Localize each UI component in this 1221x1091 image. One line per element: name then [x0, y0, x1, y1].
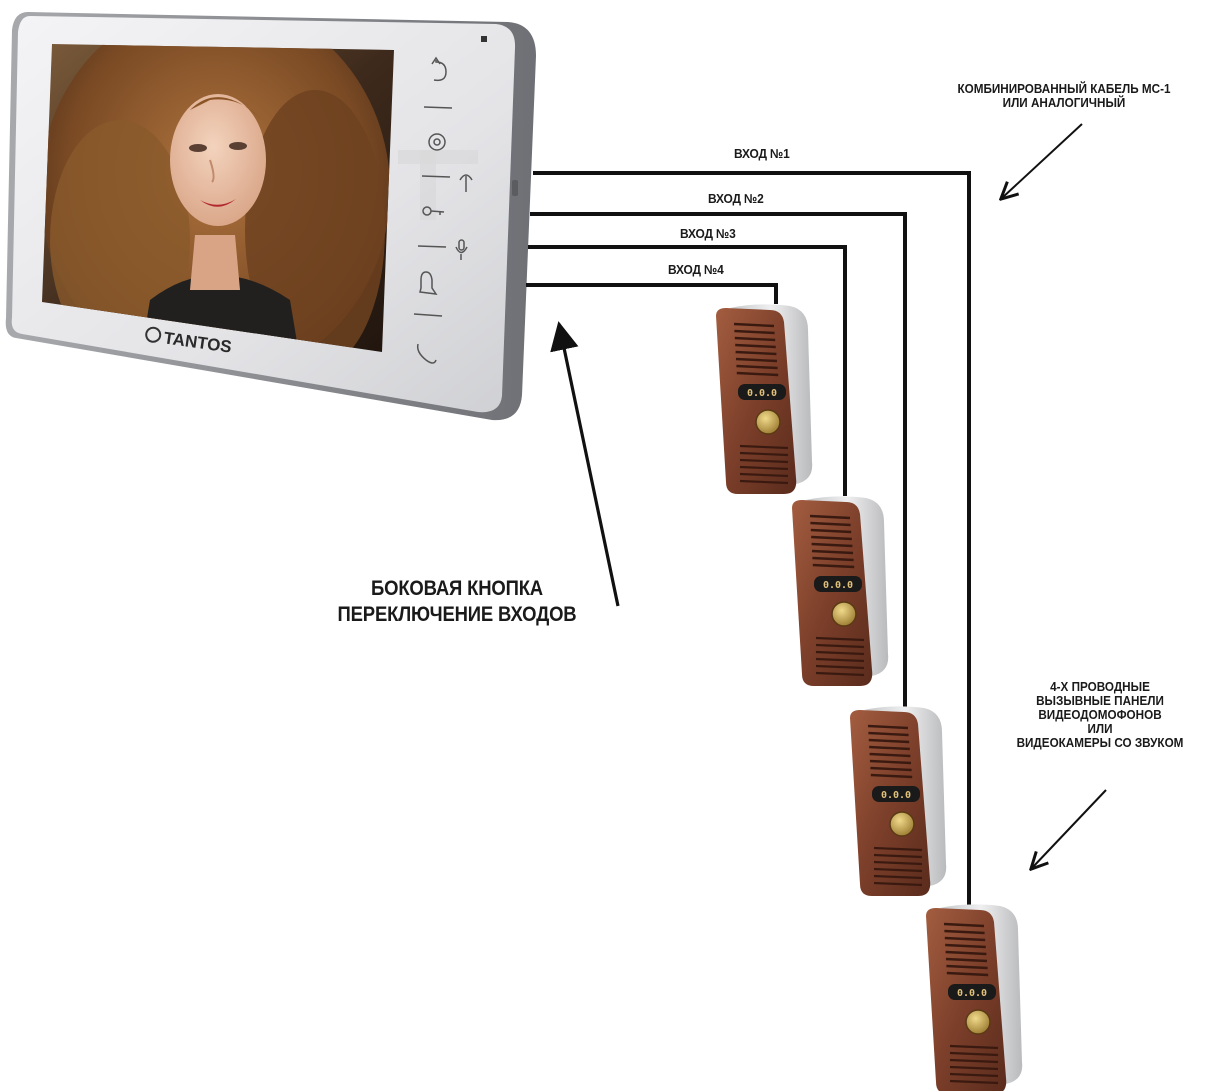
side-button-annotation: БОКОВАЯ КНОПКА ПЕРЕКЛЮЧЕНИЕ ВХОДОВ	[312, 576, 602, 628]
button-separator	[417, 245, 447, 248]
button-separator	[413, 313, 443, 317]
settings-gear-icon[interactable]	[428, 133, 446, 151]
wire-input-1	[533, 171, 971, 912]
panel-body	[716, 308, 797, 494]
side-button-arrow	[550, 321, 620, 607]
panels-annotation-line: ВИДЕОКАМЕРЫ СО ЗВУКОМ	[1016, 735, 1184, 750]
panel-call-button[interactable]	[755, 409, 781, 435]
panels-annotation-line: ВЫЗЫВНЫЕ ПАНЕЛИ	[1036, 693, 1164, 708]
cable-annotation-line: ИЛИ АНАЛОГИЧНЫЙ	[1002, 95, 1126, 110]
wire-input-2	[530, 212, 907, 708]
cable-annotation-line: КОМБИНИРОВАННЫЙ КАБЕЛЬ МС-1	[957, 81, 1171, 96]
panel-code-text: 0.0.0	[881, 790, 911, 801]
panels-arrow	[1032, 789, 1107, 868]
input-3-label: ВХОД №3	[680, 226, 736, 241]
panel-camera-window	[948, 984, 996, 1000]
panel-camera-window	[872, 786, 920, 802]
panel-code-text: 0.0.0	[957, 988, 987, 999]
panels-annotation-line: 4-Х ПРОВОДНЫЕ	[1050, 679, 1150, 694]
button-separator	[421, 175, 451, 178]
panels-annotation-line: ВИДЕОДОМОФОНОВ	[1038, 707, 1162, 722]
panel-camera-window	[814, 576, 862, 592]
input-4-label: ВХОД №4	[668, 262, 724, 277]
bell-icon[interactable]	[419, 271, 438, 295]
call-panel-2: 0.0.0	[792, 496, 889, 686]
key-unlock-icon[interactable]	[422, 206, 445, 216]
side-button-annotation-line: БОКОВАЯ КНОПКА	[371, 577, 543, 600]
panels-annotation: 4-Х ПРОВОДНЫЕ ВЫЗЫВНЫЕ ПАНЕЛИ ВИДЕОДОМОФ…	[997, 680, 1202, 750]
input-2-label: ВХОД №2	[708, 191, 764, 206]
panel-call-button[interactable]	[965, 1009, 991, 1035]
panel-call-button[interactable]	[831, 601, 857, 627]
wire-input-3	[528, 245, 847, 496]
panel-call-button[interactable]	[889, 811, 915, 837]
side-button-annotation-line: ПЕРЕКЛЮЧЕНИЕ ВХОДОВ	[337, 603, 577, 626]
call-panel-4: 0.0.0	[926, 904, 1023, 1091]
handset-icon[interactable]	[416, 343, 437, 364]
wire-input-4	[526, 283, 778, 304]
microphone-icon	[455, 239, 468, 260]
button-separator	[423, 106, 453, 109]
panel-camera-window	[738, 384, 786, 400]
call-panel-3: 0.0.0	[850, 706, 947, 896]
call-panels-group: 0.0.0 0.0.0 0.0.0 0.0.0	[716, 304, 1023, 1091]
panels-annotation-line: ИЛИ	[1087, 721, 1113, 736]
panel-code-text: 0.0.0	[823, 580, 853, 591]
side-input-switch-button[interactable]	[512, 180, 518, 196]
camera-lens	[481, 36, 487, 42]
back-arrow-icon[interactable]	[431, 56, 447, 82]
cable-annotation: КОМБИНИРОВАННЫЙ КАБЕЛЬ МС-1 ИЛИ АНАЛОГИЧ…	[931, 82, 1197, 110]
call-panel-1: 0.0.0	[716, 304, 813, 494]
panel-body	[792, 500, 873, 686]
antenna-icon	[459, 174, 473, 192]
input-1-label: ВХОД №1	[734, 146, 790, 161]
panel-body	[850, 710, 931, 896]
panel-code-text: 0.0.0	[747, 388, 777, 399]
cable-arrow	[1002, 123, 1083, 198]
video-monitor: TANTOS	[5, 12, 536, 421]
